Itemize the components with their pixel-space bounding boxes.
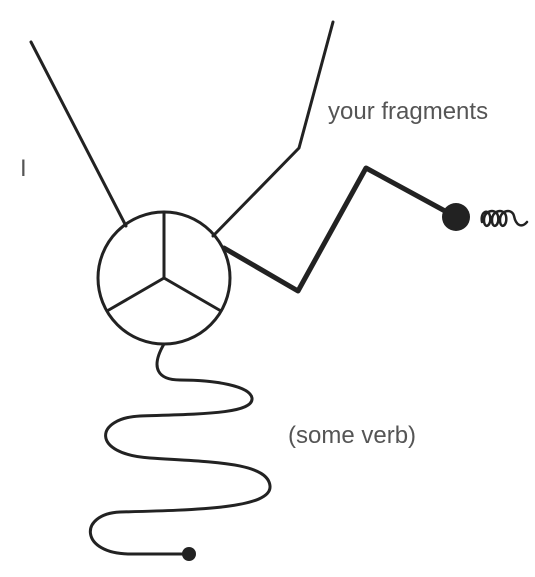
- left-branch-line: [29, 40, 128, 228]
- terminal-dot-icon: [442, 203, 470, 231]
- cell-body-divisions: [105, 210, 223, 313]
- coil-icon: [480, 209, 529, 228]
- zigzag-axon-line: [221, 165, 459, 294]
- subject-label: I: [20, 155, 27, 182]
- verb-label: (some verb): [288, 422, 417, 449]
- object-label: your fragments: [328, 98, 489, 125]
- tail-end-dot-icon: [182, 547, 196, 561]
- right-branch-line: [211, 20, 335, 238]
- wavy-tail-line: [89, 342, 272, 556]
